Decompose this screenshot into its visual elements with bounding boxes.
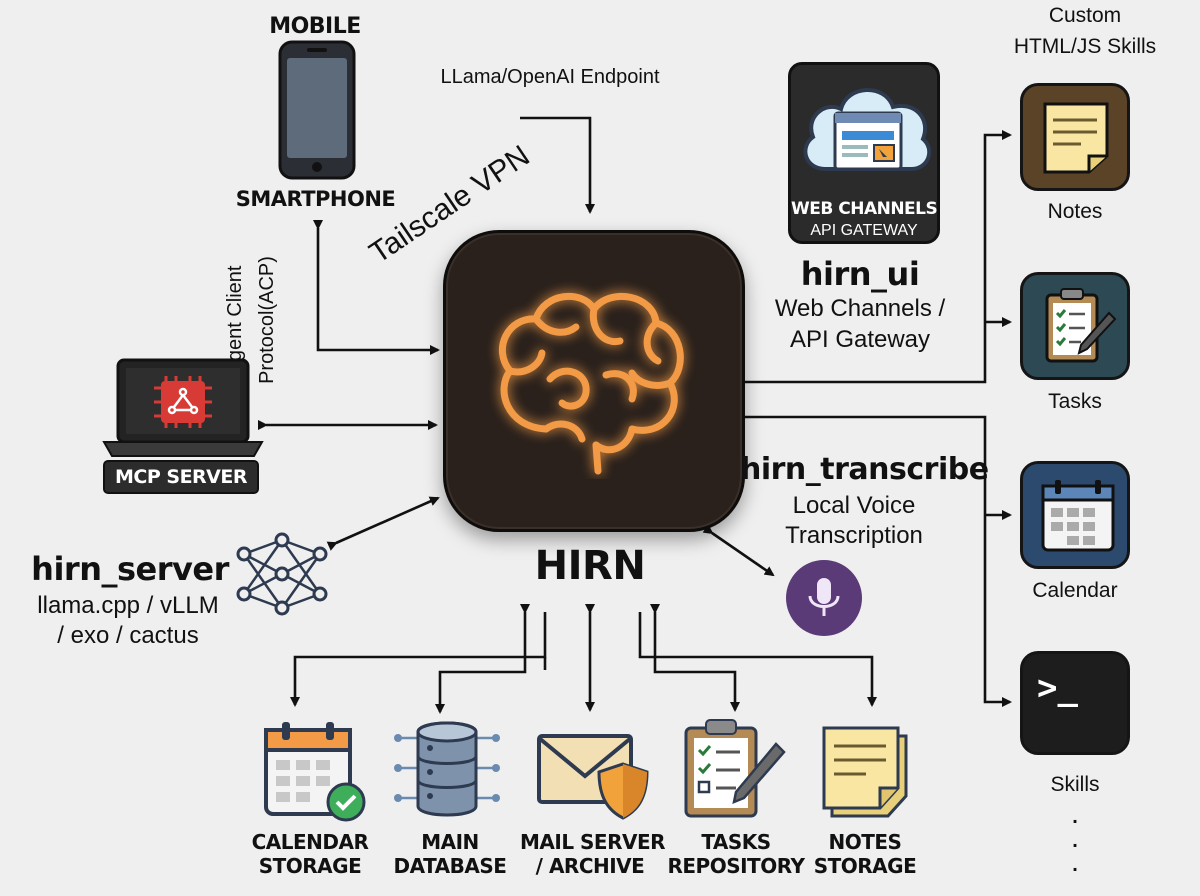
- hirn-label: HIRN: [534, 543, 646, 589]
- notes-storage-line2: STORAGE: [813, 854, 917, 878]
- notes-skill-label: Notes: [1047, 200, 1103, 223]
- notes-storage-icon: [822, 726, 908, 818]
- ellipsis-dot-2: .: [1072, 830, 1078, 852]
- hirn-server-title: hirn_server: [31, 550, 229, 588]
- web-channels-badge-line1: WEB CHANNELS: [791, 199, 938, 219]
- storage-left-arrow: [290, 612, 547, 707]
- main-database-line2: DATABASE: [393, 854, 507, 878]
- tasks-repo-arrow: [650, 604, 740, 712]
- tasks-repository-icon: [684, 719, 786, 818]
- mail-server-line1: MAIL SERVER: [520, 830, 666, 854]
- notes-storage-line1: NOTES: [828, 830, 902, 854]
- web-channels-badge-line2: API GATEWAY: [810, 222, 918, 239]
- hirn-hub: [443, 230, 745, 532]
- main-database-line1: MAIN: [421, 830, 479, 854]
- terminal-skill-tile[interactable]: >_: [1020, 651, 1130, 755]
- mcp-server-badge: MCP SERVER: [103, 460, 259, 494]
- smartphone-label: SMARTPHONE: [235, 187, 396, 211]
- tasks-skill-label: Tasks: [1048, 390, 1102, 413]
- database-icon: [394, 721, 500, 817]
- ui-bus-arrow: [736, 130, 1012, 387]
- microphone-icon: [786, 560, 862, 636]
- notes-skill-tile[interactable]: [1020, 83, 1130, 191]
- skills-header-line2: HTML/JS Skills: [1013, 35, 1157, 58]
- ellipsis-dot-1: .: [1072, 806, 1078, 828]
- skills-bus-arrow: [736, 412, 1012, 707]
- neural-network-icon: [236, 532, 328, 616]
- tasks-repository-line1: TASKS: [701, 830, 771, 854]
- brain-icon: [498, 292, 684, 475]
- notes-storage-arrow: [638, 612, 877, 707]
- notes-icon: [1043, 102, 1109, 174]
- llama-endpoint-label: LLama/OpenAI Endpoint: [440, 66, 660, 88]
- skills-header-line1: Custom: [1048, 4, 1122, 27]
- calendar-skill-label: Calendar: [1032, 579, 1118, 602]
- database-arrow: [435, 604, 530, 714]
- hirn-ui-title: hirn_ui: [800, 255, 920, 293]
- calendar-skill-tile[interactable]: [1020, 461, 1130, 569]
- terminal-icon: >_: [1037, 668, 1078, 708]
- skills-skill-label: Skills: [1050, 773, 1100, 796]
- tasks-repository-line2: REPOSITORY: [667, 854, 805, 878]
- mail-shield-icon: [537, 734, 649, 820]
- mcp-chip-icon: [154, 376, 212, 428]
- mail-server-line2: / ARCHIVE: [535, 854, 645, 878]
- smartphone-icon: [278, 40, 356, 180]
- tasks-skill-tile[interactable]: [1020, 272, 1130, 380]
- web-channels-badge: WEB CHANNELS API GATEWAY: [788, 62, 940, 244]
- calendar-storage-line2: STORAGE: [258, 854, 362, 878]
- endpoint-arrow: [520, 116, 595, 214]
- ellipsis-dot-3: .: [1072, 854, 1078, 876]
- calendar-storage-icon: [264, 722, 366, 822]
- clipboard-icon: [1045, 288, 1117, 363]
- calendar-icon: [1041, 480, 1115, 552]
- smartphone-arrow: [313, 220, 440, 355]
- calendar-storage-line1: CALENDAR: [251, 830, 369, 854]
- hirn-transcribe-line2: Transcription: [785, 522, 923, 549]
- server-arrow: [326, 496, 440, 551]
- hirn-ui-line2: API Gateway: [789, 326, 931, 353]
- mobile-title: MOBILE: [269, 14, 361, 39]
- cloud-icon: [803, 88, 932, 171]
- hirn-server-line1: llama.cpp / vLLM: [37, 592, 219, 619]
- hirn-transcribe-line1: Local Voice: [792, 492, 916, 519]
- mcp-server-label: MCP SERVER: [115, 466, 248, 488]
- hirn-transcribe-title: hirn_transcribe: [740, 452, 989, 487]
- hirn-ui-line1: Web Channels /: [774, 295, 946, 322]
- hirn-server-line2: / exo / cactus: [57, 622, 199, 649]
